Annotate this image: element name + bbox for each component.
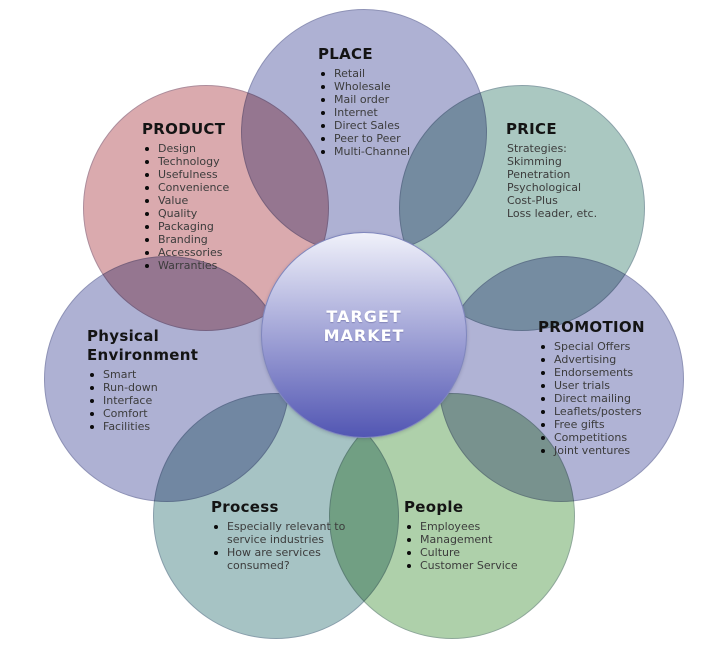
list-item: Advertising [538, 353, 680, 366]
section-place-title: PLACE [318, 45, 373, 63]
section-product-title: PRODUCT [142, 120, 226, 138]
list-item: User trials [538, 379, 680, 392]
list-item: How are services consumed? [211, 546, 361, 572]
list-item: Internet [318, 106, 450, 119]
list-item: Quality [142, 207, 272, 220]
list-item: Smart [87, 368, 205, 381]
list-item: Direct mailing [538, 392, 680, 405]
list-item: Especially relevant to service industrie… [211, 520, 361, 546]
list-item: Psychological [507, 181, 582, 194]
list-item: Mail order [318, 93, 450, 106]
list-item: Multi-Channel [318, 145, 450, 158]
list-item: Retail [318, 67, 450, 80]
list-item: Peer to Peer [318, 132, 450, 145]
list-item: Strategies: [507, 142, 567, 155]
section-people-title: People [404, 498, 464, 516]
list-item: Value [142, 194, 272, 207]
list-item: Facilities [87, 420, 205, 433]
list-item: Loss leader, etc. [507, 207, 598, 220]
list-item: Run-down [87, 381, 205, 394]
target-market-circle: TARGET MARKET [261, 232, 467, 438]
list-item: Special Offers [538, 340, 680, 353]
list-item: Culture [404, 546, 546, 559]
list-item: Penetration [507, 168, 571, 181]
list-item: Comfort [87, 407, 205, 420]
list-item: Competitions [538, 431, 680, 444]
list-item: Leaflets/posters [538, 405, 680, 418]
list-item: Convenience [142, 181, 272, 194]
section-process-list: Especially relevant to service industrie… [211, 520, 361, 572]
list-item: Accessories [142, 246, 272, 259]
list-item: Technology [142, 155, 272, 168]
list-item: Design [142, 142, 272, 155]
list-item: Customer Service [404, 559, 546, 572]
list-item: Usefulness [142, 168, 272, 181]
section-physical-environment-title: Physical Environment [87, 327, 199, 364]
section-price-title: PRICE [506, 120, 557, 138]
section-process-title: Process [211, 498, 279, 516]
list-item: Direct Sales [318, 119, 450, 132]
list-item: Employees [404, 520, 546, 533]
target-market-label: TARGET MARKET [323, 307, 405, 345]
list-item: Management [404, 533, 546, 546]
list-item: Skimming [507, 155, 562, 168]
section-promotion-title: PROMOTION [538, 318, 645, 336]
list-item: Cost-Plus [507, 194, 558, 207]
list-item: Warranties [142, 259, 272, 272]
list-item: Branding [142, 233, 272, 246]
list-item: Interface [87, 394, 205, 407]
list-item: Endorsements [538, 366, 680, 379]
list-item: Packaging [142, 220, 272, 233]
list-item: Wholesale [318, 80, 450, 93]
list-item: Joint ventures [538, 444, 680, 457]
section-process: Process Especially relevant to service i… [211, 498, 361, 572]
list-item: Free gifts [538, 418, 680, 431]
